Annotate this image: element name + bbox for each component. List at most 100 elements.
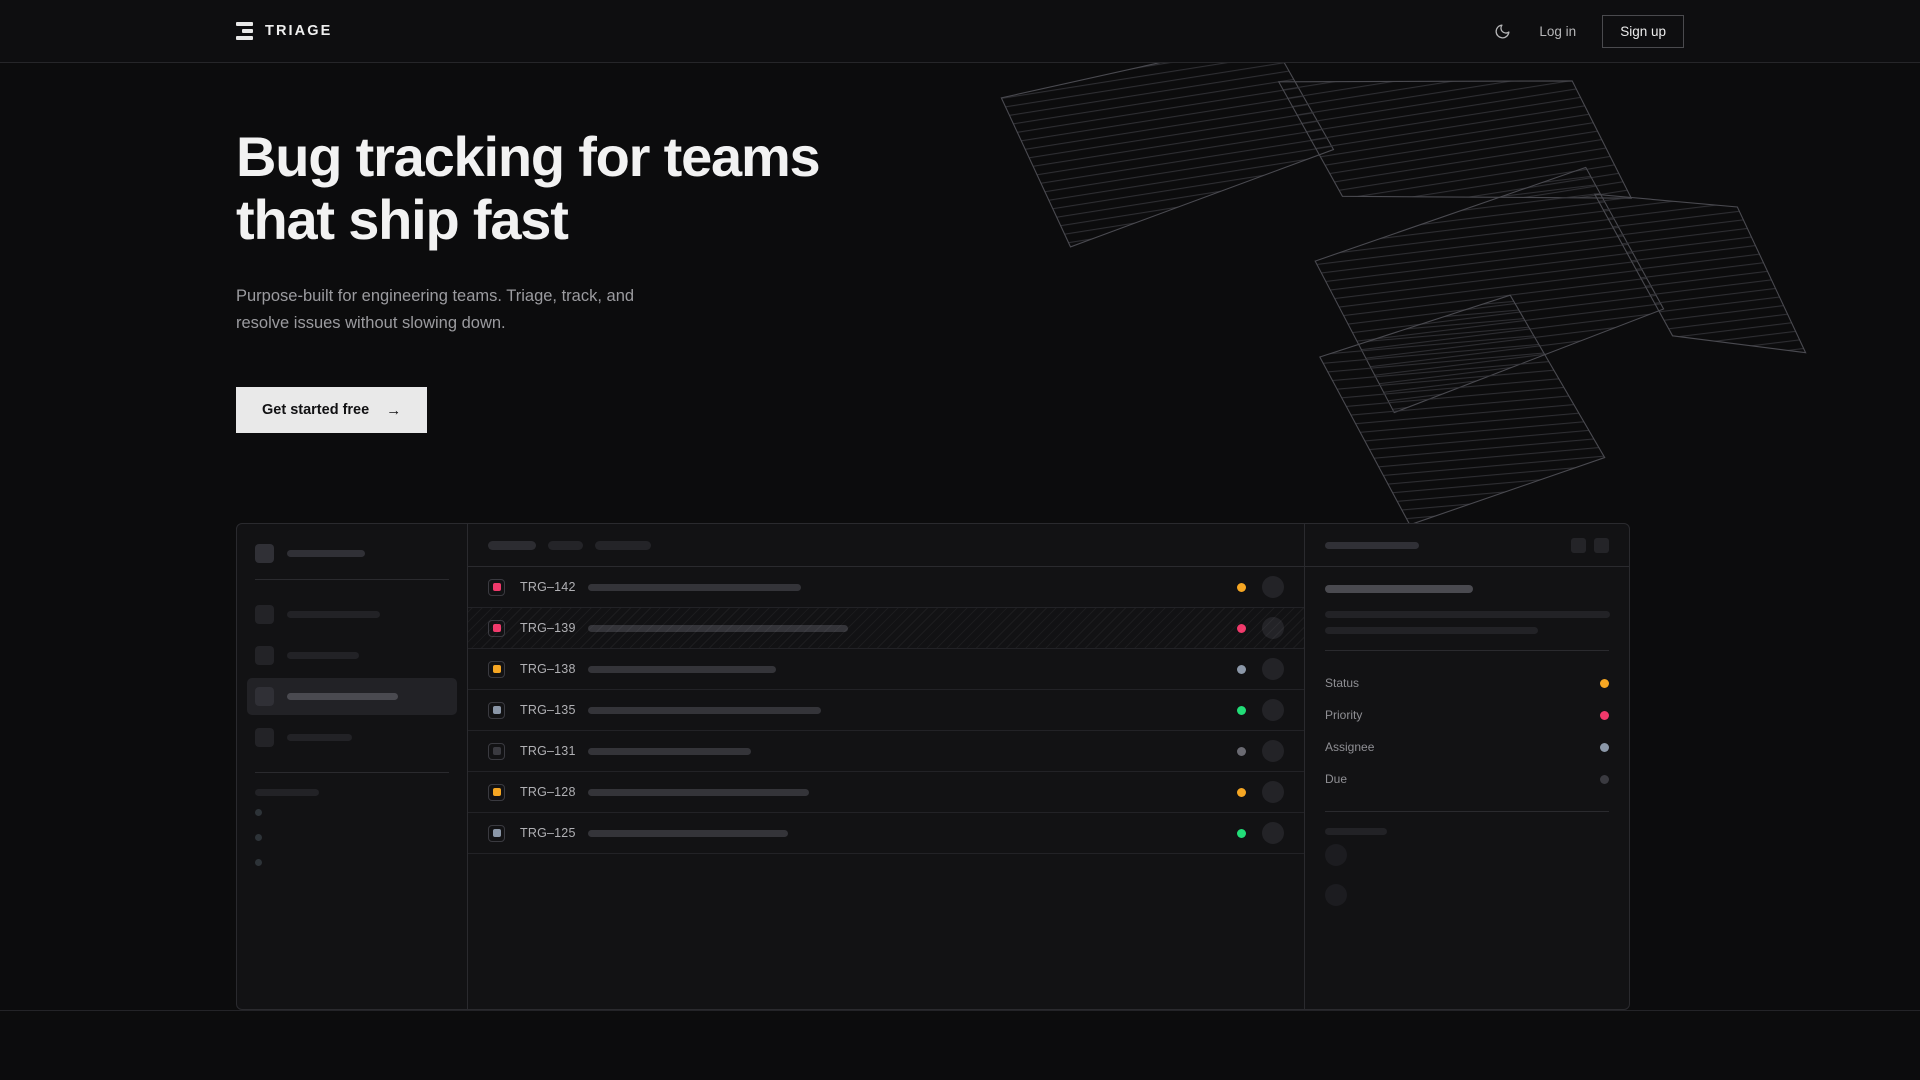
sidebar-divider-bottom: [255, 772, 449, 773]
detail-meta-label: Status: [1325, 676, 1360, 690]
mock-sidebar-subitem-2[interactable]: [255, 850, 449, 875]
status-badge: [1237, 746, 1246, 756]
detail-divider-1: [1325, 650, 1609, 651]
subhead-line-2: resolve issues without slowing down.: [236, 314, 506, 333]
detail-summary-line-2: [1325, 627, 1538, 634]
sidebar-item-label: [287, 611, 380, 618]
signup-button[interactable]: Sign up: [1602, 14, 1684, 48]
detail-meta-value-dot: [1600, 678, 1609, 688]
mock-sidebar-subitem-0[interactable]: [255, 800, 449, 825]
arrow-right-icon: →: [386, 401, 402, 419]
issue-id: TRG–139: [520, 621, 576, 635]
priority-icon[interactable]: [488, 783, 505, 801]
activity-item-0: [1325, 835, 1609, 875]
sidebar-section-label: [255, 789, 319, 796]
table-row[interactable]: TRG–135: [468, 690, 1304, 731]
issue-id: TRG–131: [520, 744, 576, 758]
detail-meta-row-priority[interactable]: Priority: [1325, 699, 1609, 731]
issue-id: TRG–128: [520, 785, 576, 799]
headline-line-1: Bug tracking for teams: [236, 125, 821, 188]
detail-summary-line-1: [1325, 611, 1610, 618]
sidebar-item-label: [287, 652, 359, 659]
subhead-line-1: Purpose-built for engineering teams. Tri…: [236, 287, 635, 306]
list-toolbar-chip-0[interactable]: [488, 540, 536, 550]
status-badge: [1237, 623, 1246, 633]
workspace-name-placeholder: [287, 550, 365, 557]
issue-title-placeholder: [588, 706, 821, 714]
issue-id: TRG–135: [520, 703, 576, 717]
avatar[interactable]: [1262, 576, 1284, 598]
avatar[interactable]: [1262, 699, 1284, 721]
get-started-label: Get started free: [262, 402, 370, 419]
priority-icon[interactable]: [488, 701, 505, 719]
mock-sidebar-subitem-1[interactable]: [255, 825, 449, 850]
list-toolbar-chip-1[interactable]: [548, 540, 583, 550]
subitem-dot-icon: [255, 809, 262, 816]
hero-subheading: Purpose-built for engineering teams. Tri…: [236, 283, 716, 337]
priority-icon[interactable]: [488, 660, 505, 678]
login-link[interactable]: Log in: [1539, 23, 1577, 39]
detail-meta-row-due[interactable]: Due: [1325, 763, 1609, 795]
sidebar-item-label: [287, 734, 352, 741]
sidebar-item-icon: [255, 728, 274, 747]
detail-meta-label: Priority: [1325, 708, 1363, 722]
moon-icon[interactable]: [1491, 20, 1513, 42]
table-row[interactable]: TRG–142: [468, 567, 1304, 608]
issue-title-placeholder: [588, 829, 788, 837]
detail-meta-value-dot: [1600, 710, 1609, 720]
subitem-dot-icon: [255, 834, 262, 841]
table-row[interactable]: TRG–138: [468, 649, 1304, 690]
get-started-button[interactable]: Get started free →: [236, 387, 428, 434]
activity-item-1: [1325, 875, 1609, 915]
mock-sidebar-item-1[interactable]: [247, 637, 457, 674]
mock-sidebar-item-2[interactable]: [247, 678, 457, 715]
table-row[interactable]: TRG–128: [468, 772, 1304, 813]
priority-icon[interactable]: [488, 824, 505, 842]
mock-workspace-switcher[interactable]: [255, 544, 449, 563]
avatar[interactable]: [1262, 781, 1284, 803]
brand-logo[interactable]: TRIAGE: [236, 22, 332, 40]
sidebar-item-label: [287, 693, 398, 700]
detail-meta-value-dot: [1600, 774, 1609, 784]
detail-meta-label: Due: [1325, 772, 1348, 786]
issue-title-placeholder: [588, 788, 809, 796]
mock-sidebar: [237, 524, 468, 1009]
table-row[interactable]: TRG–131: [468, 731, 1304, 772]
priority-icon[interactable]: [488, 578, 505, 596]
detail-summary-title: [1325, 585, 1473, 593]
detail-activity-label: [1325, 828, 1387, 835]
detail-title-placeholder: [1325, 541, 1419, 549]
detail-meta-label: Assignee: [1325, 740, 1375, 754]
table-row[interactable]: TRG–139: [468, 608, 1304, 649]
mock-sidebar-item-3[interactable]: [247, 719, 457, 756]
detail-action-icon-2[interactable]: [1594, 537, 1609, 553]
detail-meta-row-assignee[interactable]: Assignee: [1325, 731, 1609, 763]
avatar: [1325, 844, 1347, 866]
priority-icon[interactable]: [488, 742, 505, 760]
priority-icon[interactable]: [488, 619, 505, 637]
mock-sidebar-item-0[interactable]: [247, 596, 457, 633]
detail-action-icon-1[interactable]: [1571, 537, 1586, 553]
issue-title-placeholder: [588, 665, 776, 673]
avatar: [1325, 884, 1347, 906]
sidebar-divider-top: [255, 579, 449, 580]
mock-list-toolbar: [468, 524, 1304, 567]
avatar[interactable]: [1262, 822, 1284, 844]
hero-section: Bug tracking for teams that ship fast Pu…: [0, 63, 1920, 434]
list-toolbar-chip-2[interactable]: [595, 540, 651, 550]
avatar[interactable]: [1262, 658, 1284, 680]
table-row[interactable]: TRG–125: [468, 813, 1304, 854]
issue-id: TRG–138: [520, 662, 576, 676]
issue-id: TRG–125: [520, 826, 576, 840]
avatar[interactable]: [1262, 740, 1284, 762]
detail-meta-row-status[interactable]: Status: [1325, 667, 1609, 699]
issue-title-placeholder: [588, 583, 801, 591]
issue-id: TRG–142: [520, 580, 576, 594]
mock-sub-items: [255, 800, 449, 875]
sidebar-item-icon: [255, 605, 274, 624]
avatar[interactable]: [1262, 617, 1284, 639]
